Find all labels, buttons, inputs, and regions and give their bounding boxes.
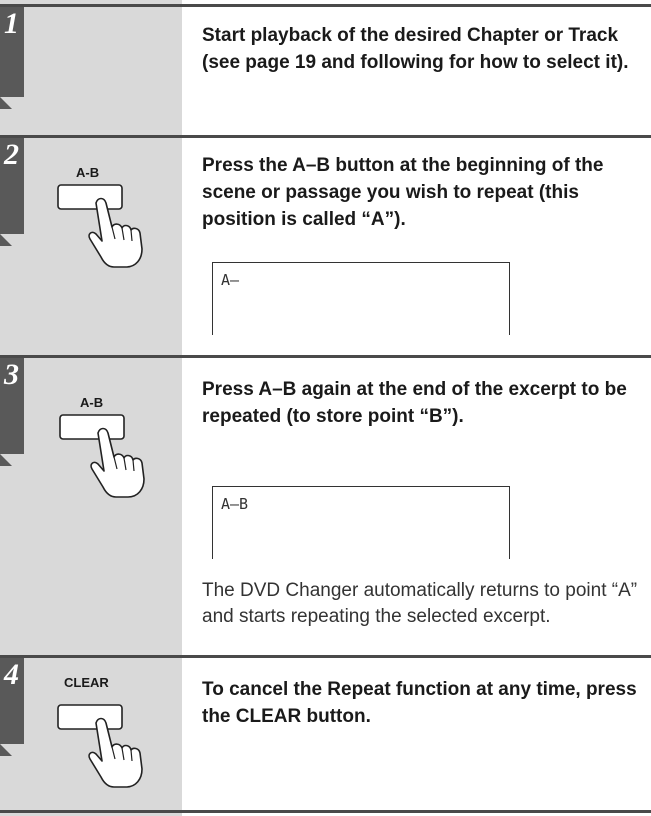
step-note: The DVD Changer automatically returns to…	[202, 580, 638, 627]
step-number: 1	[4, 7, 19, 40]
pointing-hand-icon	[90, 427, 145, 498]
step-instruction: Start playback of the desired Chapter or…	[202, 25, 629, 73]
step-instruction: Press A–B again at the end of the excerp…	[202, 379, 627, 427]
step-number: 2	[4, 138, 19, 171]
step-number-tab: 4	[0, 658, 24, 756]
step-number-tab: 2	[0, 138, 24, 246]
divider-bottom	[0, 810, 651, 813]
display-screen: A–B	[212, 486, 510, 559]
button-label: A-B	[76, 165, 100, 180]
step-number-tab: 1	[0, 7, 24, 109]
display-screen: A–	[212, 262, 510, 335]
pointing-hand-icon	[88, 197, 143, 268]
button-icon	[57, 704, 143, 788]
display-text: A–B	[221, 495, 249, 513]
step-number: 4	[4, 658, 19, 691]
divider-1	[0, 135, 651, 138]
divider-top	[0, 4, 651, 7]
display-text: A–	[221, 271, 240, 289]
button-label: CLEAR	[64, 675, 109, 690]
pointing-hand-icon	[88, 717, 143, 788]
button-label: A-B	[80, 395, 104, 410]
button-icon	[57, 184, 143, 268]
step-instruction: Press the A–B button at the beginning of…	[202, 155, 604, 230]
step-instruction: To cancel the Repeat function at any tim…	[202, 679, 637, 727]
button-icon	[59, 414, 145, 498]
step-number-tab: 3	[0, 358, 24, 466]
divider-2	[0, 355, 651, 358]
divider-3	[0, 655, 651, 658]
step-number: 3	[4, 358, 19, 391]
